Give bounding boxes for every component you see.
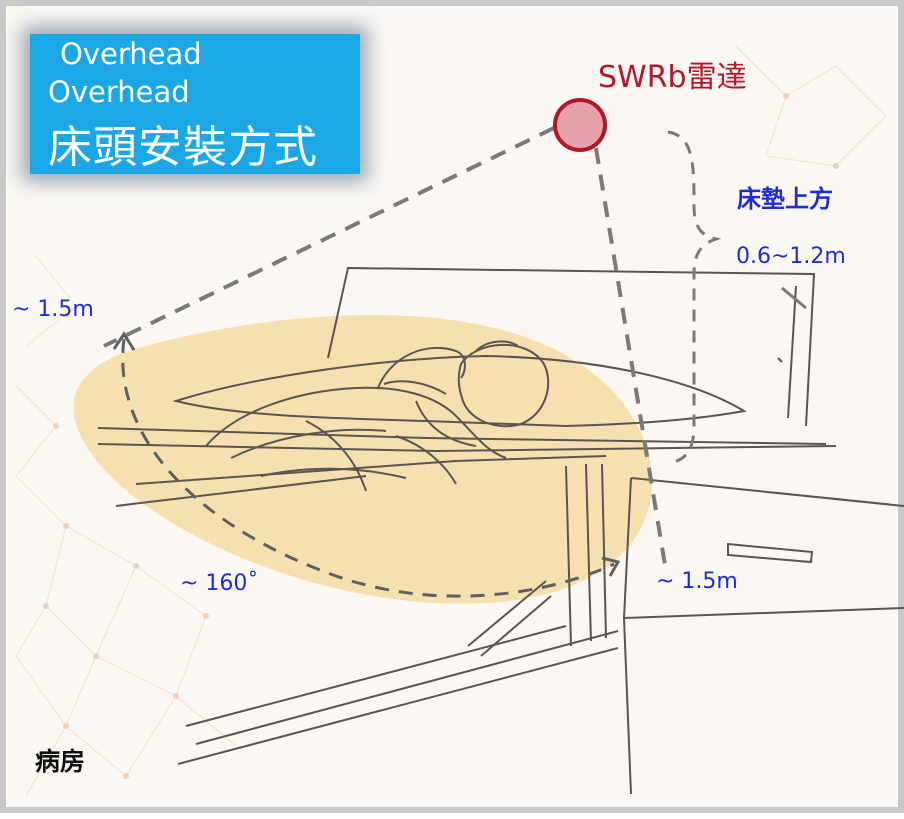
bedroom-scene bbox=[15, 45, 904, 797]
coverage-zone bbox=[73, 315, 653, 604]
pillow bbox=[172, 354, 747, 428]
bed-frame bbox=[97, 427, 837, 765]
coverage-lines bbox=[103, 126, 668, 572]
right-distance-label: ~ 1.5m bbox=[656, 569, 738, 594]
angle-arc-start-arrow bbox=[112, 331, 136, 351]
angle-arc bbox=[121, 338, 615, 598]
height-pointer bbox=[781, 286, 807, 310]
title-line-3: 床頭安裝方式 bbox=[48, 122, 318, 173]
network-texture-dots bbox=[43, 93, 839, 779]
title-line-1: Overhead bbox=[60, 37, 202, 71]
nightstand bbox=[622, 477, 904, 795]
network-texture bbox=[15, 45, 887, 797]
mounting-position-label: 床墊上方 bbox=[737, 185, 833, 213]
radar-label: SWRb雷達 bbox=[598, 60, 747, 95]
angle-arc-end-arrow bbox=[601, 556, 621, 577]
sleeping-person bbox=[205, 340, 550, 492]
mounting-height-label: 0.6~1.2m bbox=[736, 244, 846, 269]
left-distance-label: ~ 1.5m bbox=[12, 297, 94, 322]
radar-sensor bbox=[553, 98, 607, 152]
headboard bbox=[327, 266, 816, 427]
title-box bbox=[30, 34, 360, 174]
title-line-2: Overhead bbox=[48, 75, 190, 109]
mounting-height-bracket bbox=[667, 130, 722, 464]
room-label: 病房 bbox=[35, 747, 86, 776]
coverage-angle-label: ~ 160˚ bbox=[180, 571, 259, 596]
